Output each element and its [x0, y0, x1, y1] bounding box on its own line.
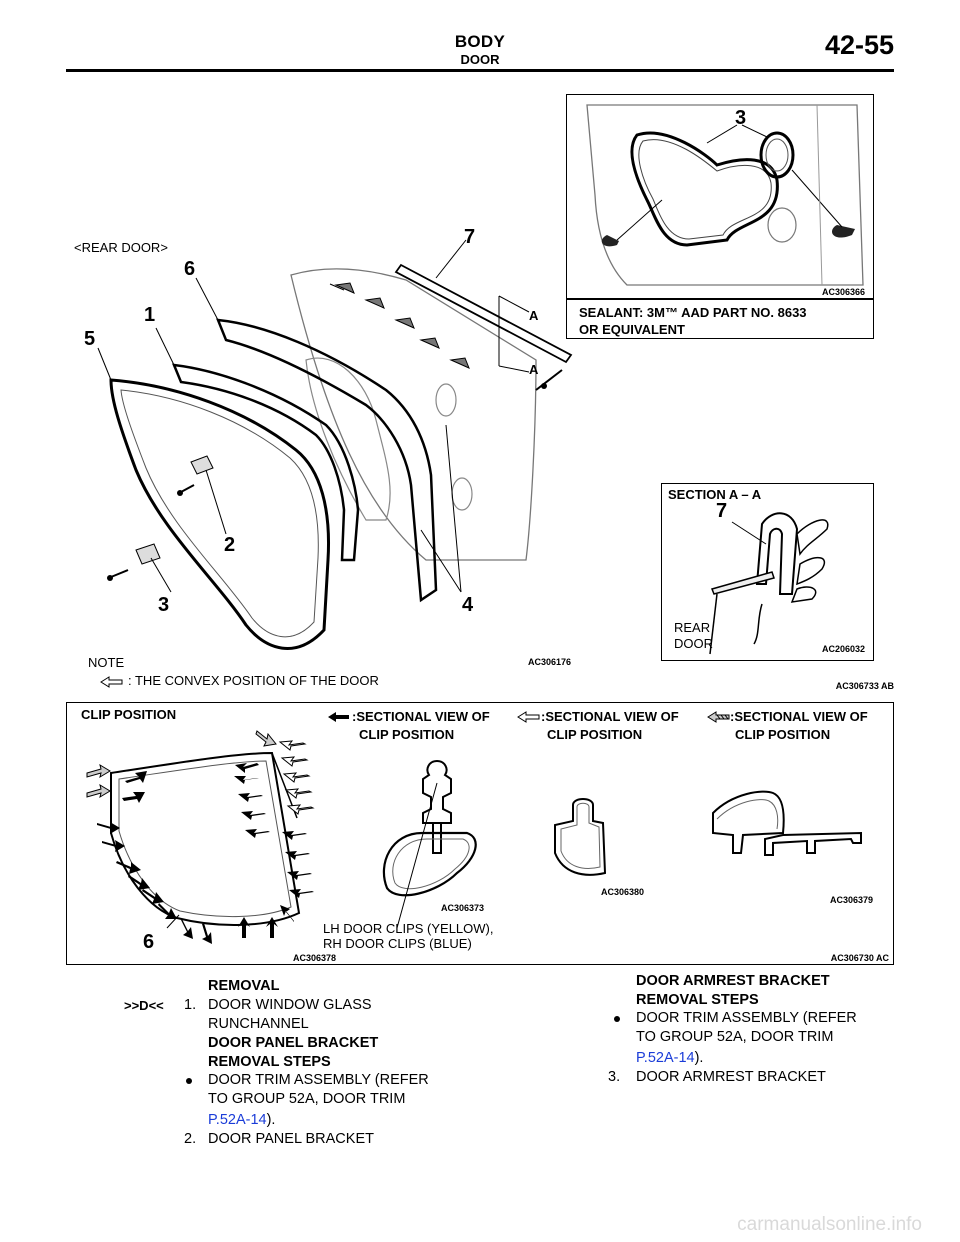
- clip-position-door-drawing: [86, 730, 315, 944]
- part-number-2: 2: [224, 534, 236, 556]
- step-3-text: DOOR ARMREST BRACKET: [636, 1069, 826, 1085]
- page-subsection-title: DOOR: [460, 52, 500, 67]
- clip-1-section-drawing: [382, 759, 477, 929]
- header-rule: [66, 69, 894, 72]
- rear-door-label: <REAR DOOR>: [74, 240, 168, 255]
- part-number-3: 3: [158, 594, 170, 616]
- part-number-5: 5: [84, 328, 96, 350]
- right-bullet-line3: P.52A-14).: [636, 1049, 703, 1068]
- door-weatherstrip-drawing: [97, 239, 573, 650]
- legend-2-line1: :SECTIONAL VIEW OF: [541, 709, 679, 724]
- main-diagram-code: AC306176: [528, 657, 572, 667]
- clip-color-note-line2: RH DOOR CLIPS (BLUE): [323, 936, 472, 951]
- door-trim-reference-link[interactable]: P.52A-14: [208, 1112, 267, 1128]
- step-1-number: 1.: [184, 997, 197, 1013]
- clip-3-code: AC306379: [829, 895, 873, 905]
- solid-arrow-icon: [328, 712, 349, 722]
- clip-2-section-drawing: [554, 798, 607, 876]
- left-bullet-end: ).: [266, 1112, 276, 1128]
- section-code: AC206032: [821, 644, 865, 654]
- removal-heading: REMOVAL: [208, 978, 280, 994]
- legend-1-line1: :SECTIONAL VIEW OF: [352, 709, 490, 724]
- step-2-number: 2.: [184, 1131, 197, 1147]
- site-watermark: carmanualsonline.info: [737, 1214, 922, 1235]
- left-bullet-line2: TO GROUP 52A, DOOR TRIM: [208, 1091, 406, 1107]
- service-point-marker: >>D<<: [124, 998, 164, 1013]
- left-bullet-line3: P.52A-14).: [208, 1111, 275, 1130]
- page-section-title: BODY: [454, 32, 506, 51]
- inset-part-number-3: 3: [735, 107, 747, 129]
- door-armrest-bracket-heading: DOOR ARMREST BRACKET: [636, 973, 830, 989]
- part-number-6: 6: [184, 258, 196, 280]
- section-a-a-drawing: [709, 512, 829, 655]
- inset-divider: [567, 298, 873, 300]
- section-door-label: DOOR: [674, 636, 713, 651]
- step-1-line2: RUNCHANNEL: [208, 1016, 309, 1032]
- clip-part-number-6: 6: [143, 931, 155, 953]
- part-number-7: 7: [464, 226, 476, 248]
- note-title: NOTE: [88, 655, 125, 670]
- right-bullet-line1: DOOR TRIM ASSEMBLY (REFER: [636, 1010, 857, 1026]
- step-3-number: 3.: [608, 1069, 621, 1085]
- section-a-a-inset: SECTION A – A 7 REAR DOOR AC206032: [661, 483, 874, 661]
- door-armrest-bracket-removal-steps: REMOVAL STEPS: [636, 992, 759, 1008]
- clip-color-note-line1: LH DOOR CLIPS (YELLOW),: [323, 921, 494, 936]
- door-panel-bracket-heading: DOOR PANEL BRACKET: [208, 1035, 379, 1051]
- bullet-dot: [186, 1078, 192, 1084]
- section-a-a-title: SECTION A – A: [668, 487, 762, 502]
- section-part-number-7: 7: [716, 500, 728, 522]
- note-text: : THE CONVEX POSITION OF THE DOOR: [128, 673, 379, 688]
- section-mark-a-upper: A: [529, 308, 539, 323]
- sealant-inset: 3 AC306366 SEALANT: 3M™ AAD PART NO. 863…: [566, 94, 874, 339]
- clip-position-title: CLIP POSITION: [81, 707, 177, 722]
- exploded-door-diagram: 3 AC306366 SEALANT: 3M™ AAD PART NO. 863…: [66, 90, 894, 691]
- clip-2-code: AC306380: [601, 887, 645, 897]
- top-figure-code: AC306733 AB: [835, 681, 894, 691]
- sealant-spec-line2: OR EQUIVALENT: [579, 322, 685, 337]
- left-bullet-line1: DOOR TRIM ASSEMBLY (REFER: [208, 1072, 429, 1088]
- convex-arrow-icon: [100, 676, 123, 688]
- inset-code: AC306366: [821, 287, 865, 297]
- step-1-line1: DOOR WINDOW GLASS: [208, 997, 372, 1013]
- section-rear-label: REAR: [674, 620, 711, 635]
- clip-1-code: AC306373: [441, 903, 485, 913]
- hatched-arrow-icon: [707, 711, 730, 723]
- clip-position-diagram: CLIP POSITION :SECTIONAL VIEW OF CLIP PO…: [66, 702, 894, 965]
- door-trim-reference-link[interactable]: P.52A-14: [636, 1050, 695, 1066]
- door-clip-code: AC306378: [293, 953, 337, 963]
- door-inner-panel-drawing: [586, 104, 864, 286]
- hollow-arrow-icon: [517, 711, 540, 723]
- legend-3-line2: CLIP POSITION: [735, 727, 831, 742]
- legend-1-line2: CLIP POSITION: [359, 727, 455, 742]
- bullet-dot: [614, 1016, 620, 1022]
- section-mark-a-lower: A: [529, 362, 539, 377]
- right-bullet-end: ).: [694, 1050, 704, 1066]
- part-number-1: 1: [144, 304, 156, 326]
- part-number-4: 4: [462, 594, 474, 616]
- right-bullet-line2: TO GROUP 52A, DOOR TRIM: [636, 1029, 834, 1045]
- legend-3-line1: :SECTIONAL VIEW OF: [730, 709, 868, 724]
- page-number: 42-55: [824, 30, 894, 60]
- clip-3-section-drawing: [712, 790, 862, 856]
- clip-figure-code: AC306730 AC: [830, 953, 889, 963]
- sealant-spec-line1: SEALANT: 3M™ AAD PART NO. 8633: [579, 305, 807, 320]
- legend-2-line2: CLIP POSITION: [547, 727, 643, 742]
- door-panel-bracket-removal-steps: REMOVAL STEPS: [208, 1054, 331, 1070]
- step-2-text: DOOR PANEL BRACKET: [208, 1131, 374, 1147]
